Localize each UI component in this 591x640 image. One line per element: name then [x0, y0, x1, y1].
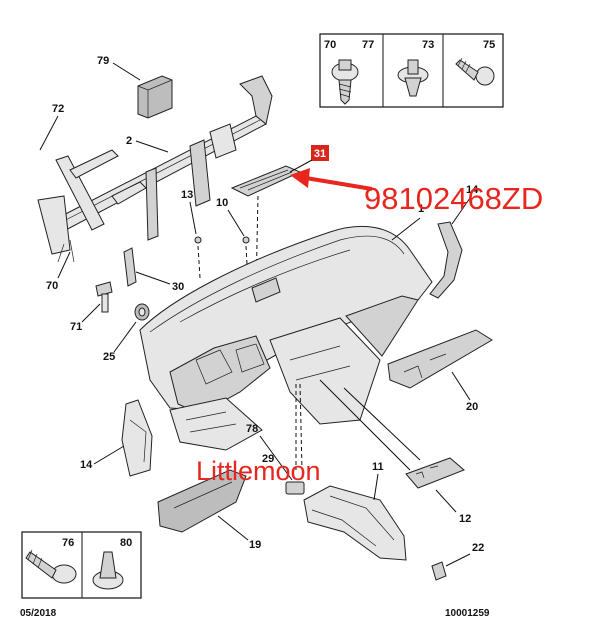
fastener-box-bottom: 76 80 — [21, 531, 142, 599]
push-rivet-icon — [92, 551, 124, 590]
clip-10 — [242, 236, 250, 244]
fastener-label-75: 75 — [483, 39, 495, 51]
callout-22: 22 — [472, 542, 484, 554]
speaker-grille-31 — [230, 165, 302, 197]
overlay-part-number: 98102468ZD — [364, 181, 543, 216]
callout-2: 2 — [126, 135, 132, 147]
red-arrow — [290, 168, 373, 191]
callout-79: 79 — [97, 55, 109, 67]
tapping-screw-icon — [455, 57, 495, 86]
flange-screw-icon — [331, 59, 359, 105]
callout-25: 25 — [103, 351, 115, 363]
connector-78 — [285, 481, 305, 495]
callout-20: 20 — [466, 401, 478, 413]
fastener-label-73: 73 — [422, 39, 434, 51]
washer-screw-icon — [25, 549, 77, 584]
footer-date: 05/2018 — [20, 608, 57, 619]
push-clip-icon — [397, 59, 429, 97]
callout-72: 72 — [52, 103, 64, 115]
fastener-label-70: 70 — [324, 39, 336, 51]
side-trim-14-right — [429, 221, 463, 299]
callout-13: 13 — [181, 189, 193, 201]
highlight-callout-31: 31 — [311, 145, 329, 161]
cross-car-beam — [37, 75, 273, 263]
pin-71 — [95, 281, 113, 313]
highlight-callout-31-box — [311, 145, 329, 161]
part-79-block — [137, 75, 173, 119]
fastener-box-top: 70 77 73 75 — [319, 33, 504, 108]
fastener-label-77: 77 — [362, 39, 374, 51]
callout-29: 29 — [262, 453, 274, 465]
dashboard-main-panel — [139, 226, 433, 451]
callout-71: 71 — [70, 321, 82, 333]
console-panel-19 — [157, 469, 247, 533]
callout-78: 78 — [246, 423, 258, 435]
support-frame-11 — [303, 485, 407, 561]
highlight-callout-31-label: 31 — [314, 148, 326, 160]
watermark-text: Littlemoon — [196, 456, 321, 486]
vent-strip-30 — [123, 247, 137, 287]
callout-14-top: 14 — [466, 184, 479, 196]
fastener-label-80: 80 — [120, 537, 132, 549]
callout-19: 19 — [249, 539, 261, 551]
callout-1: 1 — [418, 203, 424, 215]
grommet-25 — [134, 303, 150, 321]
side-trim-14-left — [121, 399, 153, 477]
footer-reference: 10001259 — [445, 608, 490, 619]
fastener-label-76: 76 — [62, 537, 74, 549]
module-12 — [405, 457, 465, 489]
clip-13 — [194, 236, 202, 244]
callout-11: 11 — [372, 461, 384, 473]
clip-22 — [431, 561, 447, 581]
callout-30: 30 — [172, 281, 184, 293]
callout-14-left: 14 — [80, 459, 93, 471]
callout-10: 10 — [216, 197, 228, 209]
callout-70: 70 — [46, 280, 58, 292]
bracket-20 — [387, 329, 493, 389]
callout-12: 12 — [459, 513, 471, 525]
